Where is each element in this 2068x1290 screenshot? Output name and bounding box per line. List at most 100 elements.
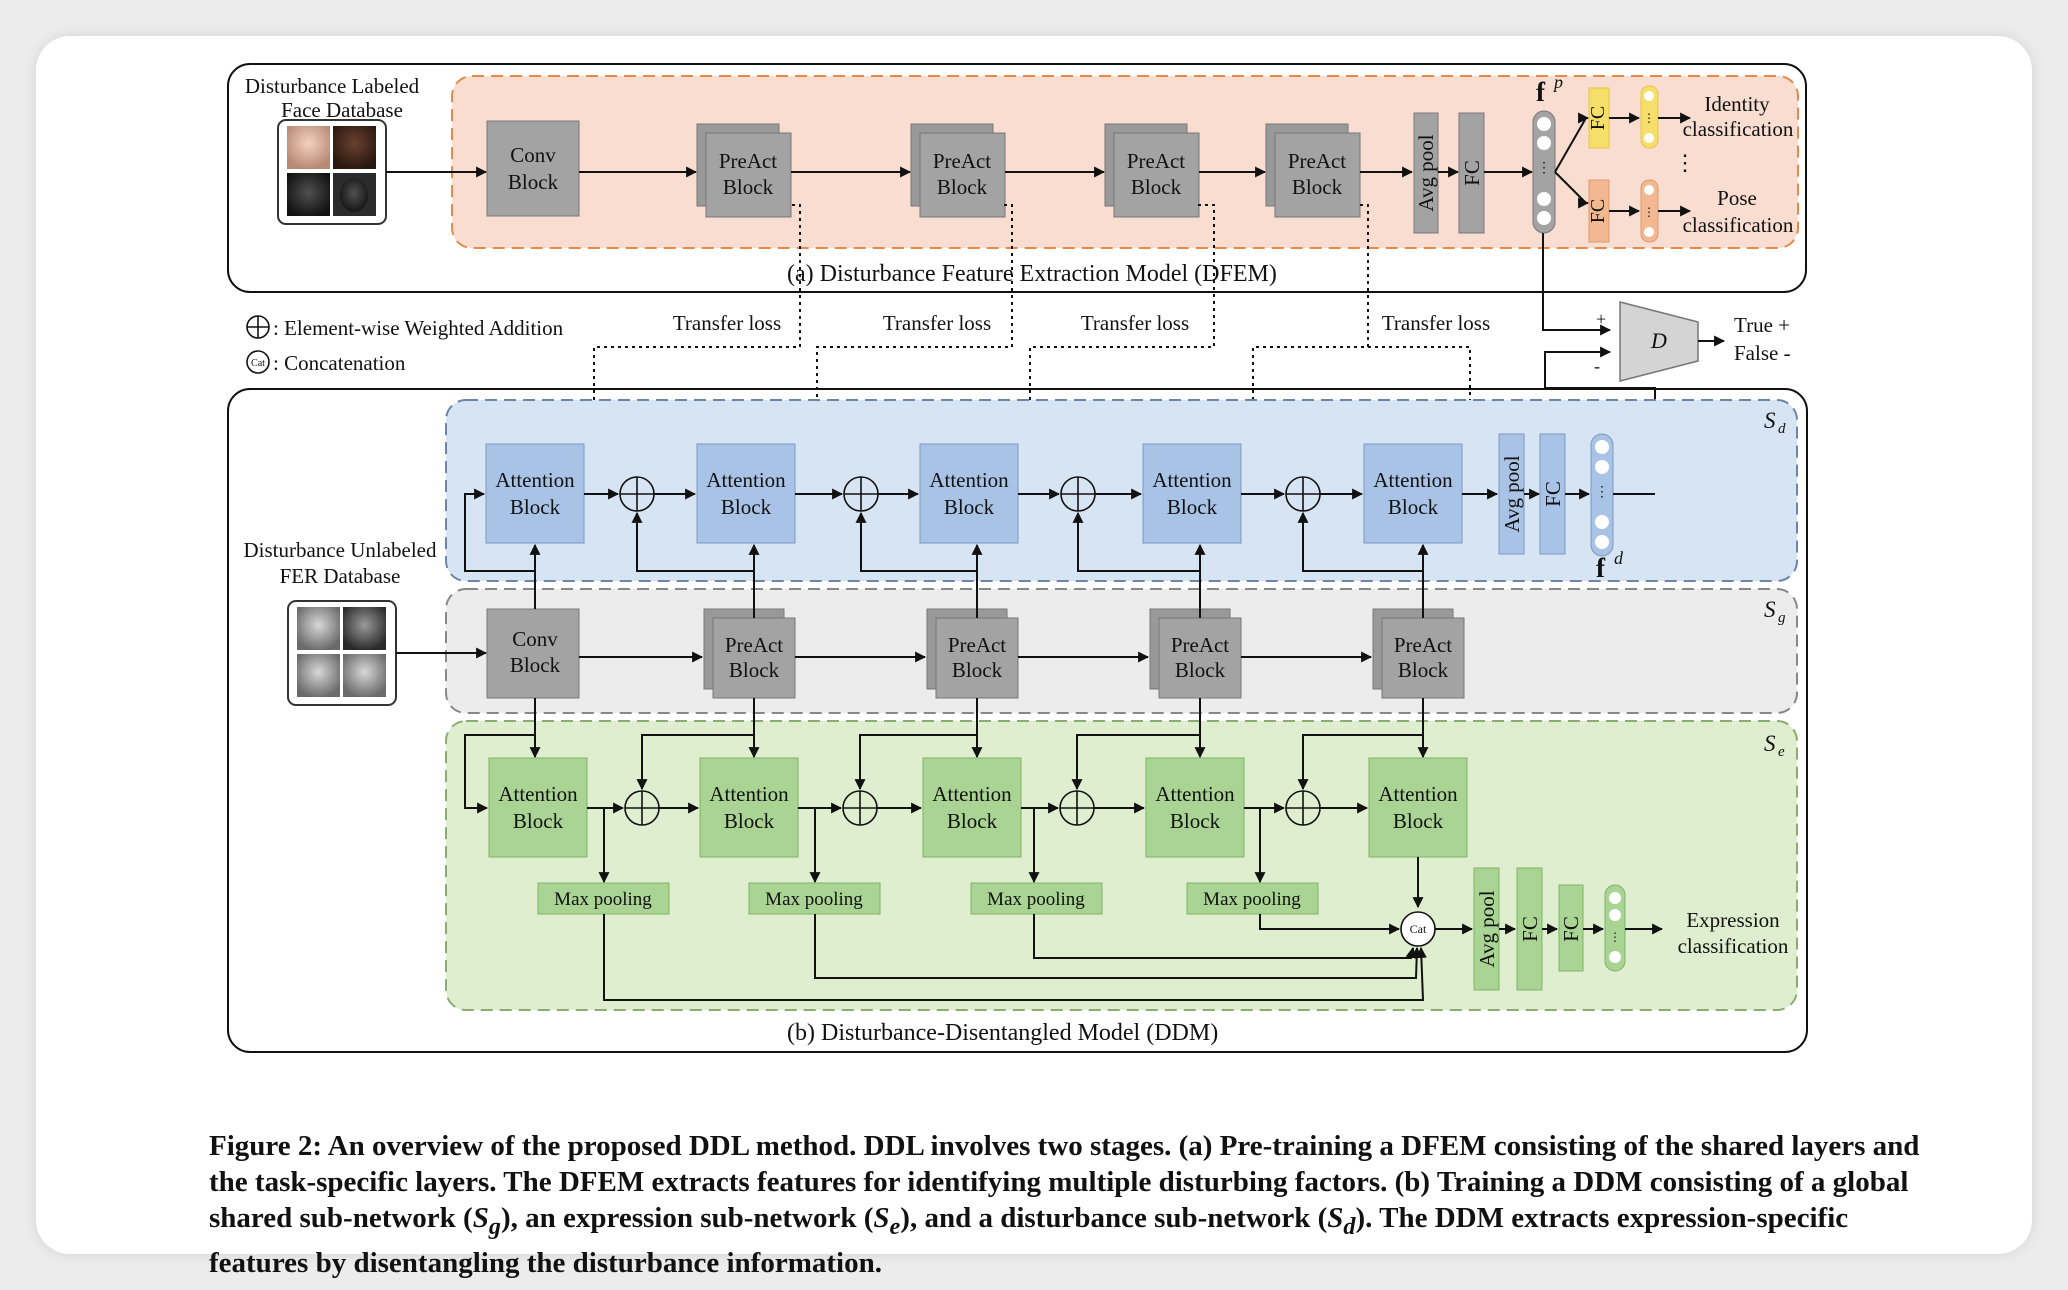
figure-caption: Figure 2: An overview of the proposed DD… [209,1130,1920,1279]
svg-text:PreAct: PreAct [1288,149,1346,173]
svg-text:Block: Block [947,809,998,833]
svg-text:Conv: Conv [512,627,558,651]
dfem-input-label-1: Disturbance Labeled [245,74,420,98]
sd-feature-label: f [1596,553,1606,583]
svg-text:Block: Block [729,658,780,682]
svg-text:Block: Block [944,495,995,519]
ddm-input-label-2: FER Database [280,564,401,588]
svg-text:Attention: Attention [929,468,1009,492]
svg-text:Max pooling: Max pooling [765,889,863,910]
se-attention-block-3: Attention Block [922,757,1022,858]
dfem-preact-block-3: PreAct Block [1104,123,1200,218]
se-attention-block-1: Attention Block [488,757,588,858]
svg-text:Avg pool: Avg pool [1475,890,1499,967]
dfem-conv-block: Conv Block [486,120,580,217]
dfem-avg-pool: Avg pool [1413,112,1439,234]
pose-label-1: Pose [1717,186,1757,210]
sd-attention-block-2: Attention Block [696,443,796,544]
svg-text:FC: FC [1518,916,1542,942]
sg-region [445,588,1798,714]
svg-text:Block: Block [1388,495,1439,519]
svg-text:Block: Block [1167,495,1218,519]
dfem-preact-block-2: PreAct Block [910,123,1006,218]
svg-text:Block: Block [1175,658,1226,682]
svg-text:FC: FC [1460,160,1484,186]
dfem-outer-frame [227,63,1807,293]
svg-text:Block: Block [1131,175,1182,199]
svg-text:PreAct: PreAct [725,633,783,657]
se-attention-block-2: Attention Block [699,757,799,858]
pose-fc: FC [1587,179,1610,243]
svg-text:Max pooling: Max pooling [1203,889,1301,910]
max-pooling-3: Max pooling [970,882,1103,915]
max-pooling-4: Max pooling [1186,882,1319,915]
ddm-preact-block-4: PreAct Block [1372,608,1465,699]
se-attention-block-4: Attention Block [1145,757,1245,858]
svg-text:Block: Block [510,495,561,519]
svg-text:FC: FC [1587,106,1609,130]
svg-text:Block: Block [937,175,988,199]
disc-false-label: False - [1734,341,1791,365]
legend-add: : Element-wise Weighted Addition [246,315,564,340]
svg-text:Block: Block [724,809,775,833]
se-attention-block-5: Attention Block [1368,757,1468,858]
se-avg-pool: Avg pool [1473,867,1500,991]
svg-text:Block: Block [1292,175,1343,199]
ddm-title: (b) Disturbance-Disentangled Model (DDM) [787,1020,1218,1046]
svg-text:Block: Block [510,653,561,677]
unlabeled-face-images [287,600,397,706]
svg-text:Attention: Attention [706,468,786,492]
svg-text:D: D [1650,328,1667,353]
expression-label-2: classification [1678,934,1789,958]
svg-text:PreAct: PreAct [719,149,777,173]
svg-text:Attention: Attention [1155,782,1235,806]
dfem-input-label-2: Face Database [281,98,403,122]
svg-text:Block: Block [952,658,1003,682]
identity-fc: FC [1587,87,1610,149]
concat-node: Cat [1400,911,1436,947]
svg-text:FC: FC [1587,199,1609,223]
svg-text:Max pooling: Max pooling [987,889,1085,910]
expression-output-vector: ⋮ [1604,884,1626,972]
svg-text:g: g [1778,610,1786,626]
svg-text:⋮: ⋮ [1643,205,1655,219]
expression-label-1: Expression [1686,908,1780,932]
sd-attention-block-5: Attention Block [1363,443,1463,544]
max-pooling-2: Max pooling [748,882,881,915]
svg-text:Block: Block [508,170,559,194]
svg-text:Max pooling: Max pooling [554,889,652,910]
transfer-loss-label-1: Transfer loss [673,311,781,335]
ddm-input-label-1: Disturbance Unlabeled [243,538,437,562]
discriminator-block: D [1619,301,1699,382]
svg-text:Avg pool: Avg pool [1500,455,1524,532]
se-fc-2: FC [1558,884,1584,972]
svg-text:PreAct: PreAct [948,633,1006,657]
svg-text:Attention: Attention [1373,468,1453,492]
svg-text:PreAct: PreAct [1127,149,1185,173]
svg-text:Cat: Cat [1410,922,1427,936]
ddm-outer-frame [227,388,1808,1053]
legend-cat: Cat : Concatenation [246,350,406,375]
dfem-preact-block-1: PreAct Block [696,123,792,218]
svg-text:PreAct: PreAct [1394,633,1452,657]
dfem-feature-vector-fp: ⋮ [1532,110,1556,234]
svg-text:⋮: ⋮ [1537,161,1551,176]
sd-attention-block-1: Attention Block [485,443,585,544]
svg-text:FC: FC [1541,481,1565,507]
svg-text:Cat: Cat [251,358,265,369]
se-fc-1: FC [1516,867,1543,991]
svg-text:Block: Block [1393,809,1444,833]
svg-text:Attention: Attention [495,468,575,492]
identity-label-2: classification [1683,117,1794,141]
more-tasks-ellipsis: ⋮ [1674,150,1696,175]
svg-text:e: e [1778,744,1785,760]
disc-true-label: True + [1734,313,1790,337]
svg-text:Block: Block [1398,658,1449,682]
svg-text:Block: Block [721,495,772,519]
ddm-preact-block-3: PreAct Block [1149,608,1242,699]
pose-output-vector: ⋮ [1640,179,1659,243]
sd-attention-block-4: Attention Block [1142,443,1242,544]
